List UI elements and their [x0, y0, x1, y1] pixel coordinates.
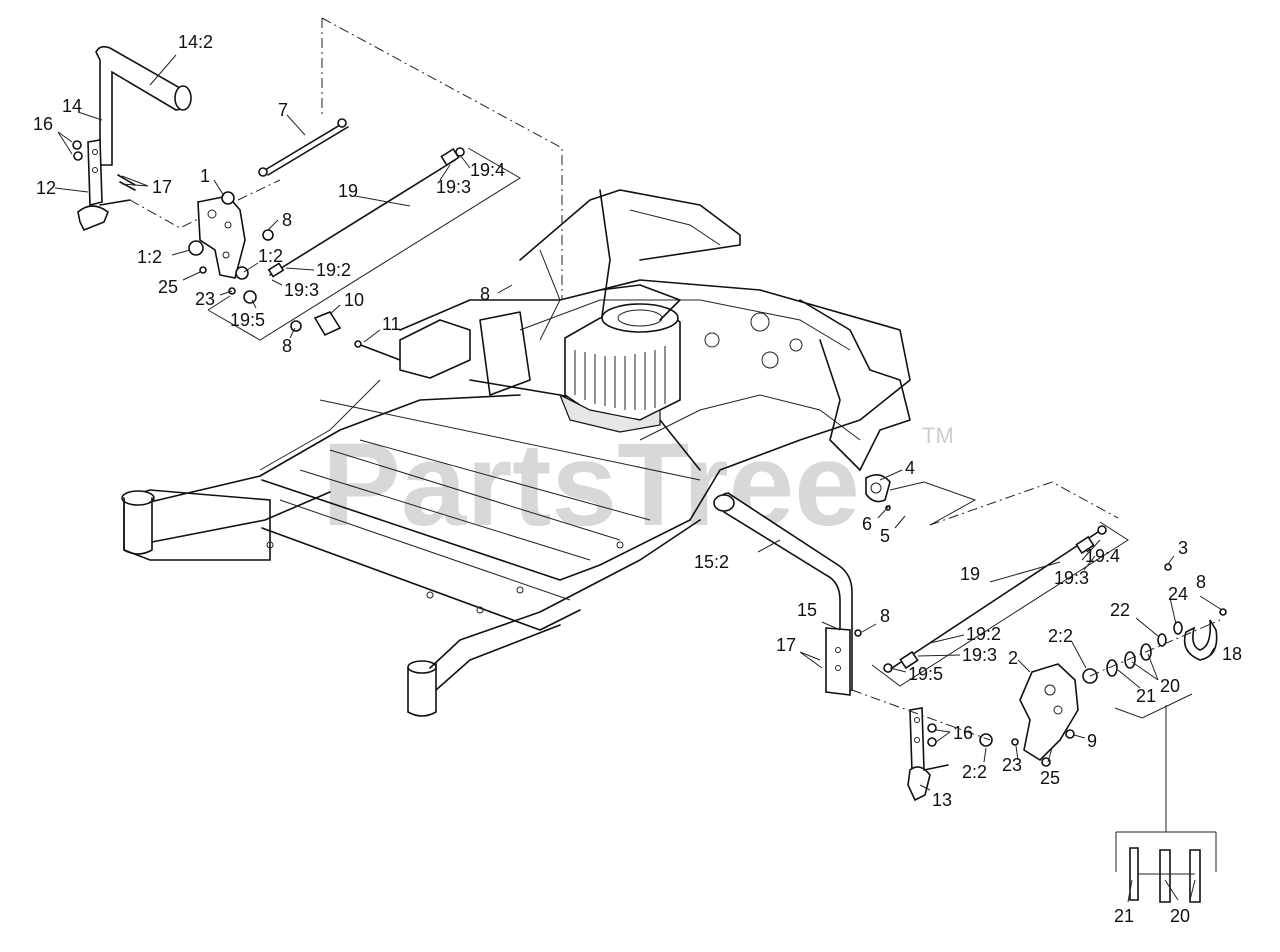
- callout-21-mid: 21: [1136, 686, 1156, 706]
- callout-23-left: 23: [195, 289, 215, 309]
- callout-23-right: 23: [1002, 755, 1022, 775]
- callout-15-2: 15:2: [694, 552, 729, 572]
- callout-19-4-right: 19:4: [1085, 546, 1120, 566]
- center-linkage: [865, 474, 1119, 526]
- callout-14-2: 14:2: [178, 32, 213, 52]
- callout-18: 18: [1222, 644, 1242, 664]
- callout-1: 1: [200, 166, 210, 186]
- callout-19-3-left-b: 19:3: [284, 280, 319, 300]
- left-control-lever: [72, 17, 563, 361]
- callout-2-2-b: 2:2: [962, 762, 987, 782]
- callout-22: 22: [1110, 600, 1130, 620]
- callout-13: 13: [932, 790, 952, 810]
- callout-16-right: 16: [953, 723, 973, 743]
- callout-labels: 14:2 14 16 12 17 1 8 1:2 1:2 25 23 19:5 …: [33, 32, 1242, 926]
- callout-8-e: 8: [880, 606, 890, 626]
- callout-8-a: 8: [282, 210, 292, 230]
- callout-19-left: 19: [338, 181, 358, 201]
- callout-8-c: 8: [480, 284, 490, 304]
- mower-frame: [121, 189, 911, 717]
- callout-20-mid: 20: [1160, 676, 1180, 696]
- callout-19-2-left: 19:2: [316, 260, 351, 280]
- callout-1-2-b: 1:2: [258, 246, 283, 266]
- callout-19-4-left: 19:4: [470, 160, 505, 180]
- callout-3: 3: [1178, 538, 1188, 558]
- callout-2: 2: [1008, 648, 1018, 668]
- callout-19-3-right-b: 19:3: [962, 645, 997, 665]
- callout-19-2-right: 19:2: [966, 624, 1001, 644]
- callout-17-left: 17: [152, 177, 172, 197]
- callout-16-left: 16: [33, 114, 53, 134]
- right-control-lever: [713, 492, 1227, 903]
- callout-25-right: 25: [1040, 768, 1060, 788]
- callout-19-3-left-a: 19:3: [436, 177, 471, 197]
- callout-19-5-left: 19:5: [230, 310, 265, 330]
- callout-14: 14: [62, 96, 82, 116]
- callout-4: 4: [905, 458, 915, 478]
- callout-11: 11: [382, 314, 401, 334]
- leader-lines: [54, 54, 1223, 903]
- callout-6: 6: [862, 514, 872, 534]
- callout-8-b: 8: [282, 336, 292, 356]
- callout-2-2-a: 2:2: [1048, 626, 1073, 646]
- callout-25-left: 25: [158, 277, 178, 297]
- callout-9: 9: [1087, 731, 1097, 751]
- callout-20-bottom: 20: [1170, 906, 1190, 926]
- callout-19-5-right: 19:5: [908, 664, 943, 684]
- callout-8-d: 8: [1196, 572, 1206, 592]
- callout-19-right: 19: [960, 564, 980, 584]
- callout-10: 10: [344, 290, 364, 310]
- callout-1-2-a: 1:2: [137, 247, 162, 267]
- callout-12: 12: [36, 178, 56, 198]
- callout-7: 7: [278, 100, 288, 120]
- callout-19-3-right-a: 19:3: [1054, 568, 1089, 588]
- callout-5: 5: [880, 526, 890, 546]
- callout-17-right: 17: [776, 635, 796, 655]
- callout-24: 24: [1168, 584, 1188, 604]
- callout-15: 15: [797, 600, 817, 620]
- engine: [558, 284, 681, 433]
- watermark-trademark: TM: [922, 423, 954, 448]
- callout-21-bottom: 21: [1114, 906, 1134, 926]
